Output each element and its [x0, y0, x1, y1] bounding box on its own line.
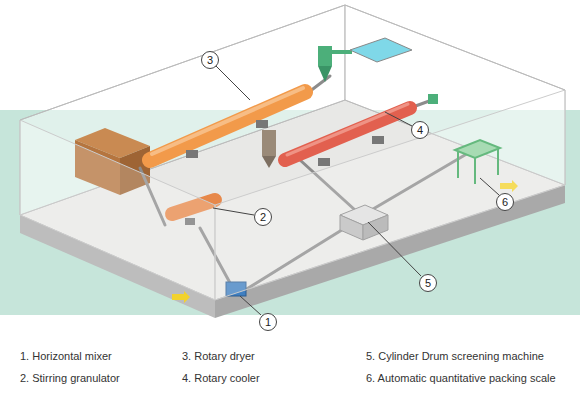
- water-tank: [350, 38, 412, 62]
- legend-text: 3. Rotary dryer: [182, 349, 255, 363]
- glass-wall: [20, 120, 215, 300]
- callout-circle: 2: [254, 208, 272, 226]
- flow-arrow: [172, 291, 190, 303]
- callout-number: 2: [260, 212, 266, 223]
- legend-text: 6. Automatic quantitative packing scale: [366, 371, 556, 385]
- duct: [332, 50, 352, 54]
- support: [318, 158, 330, 166]
- callout-circle: 1: [259, 313, 277, 331]
- blower: [428, 94, 438, 104]
- callout-circle: 6: [496, 193, 514, 211]
- callout-circle: 5: [419, 274, 437, 292]
- support: [372, 136, 384, 144]
- callout-number: 5: [425, 278, 431, 289]
- legend-text: 1. Horizontal mixer: [20, 349, 112, 363]
- roof-edge: [20, 5, 565, 120]
- callout-circle: 3: [201, 51, 219, 69]
- callout-number: 4: [417, 125, 423, 136]
- callout-circle: 4: [411, 121, 429, 139]
- legend-text: 2. Stirring granulator: [20, 371, 120, 385]
- glass-wall: [215, 90, 565, 300]
- callout-number: 1: [265, 317, 271, 328]
- rotary-dryer: [152, 88, 303, 154]
- tank: [262, 156, 276, 168]
- rotary-dryer: [150, 92, 305, 160]
- callout-number: 6: [502, 197, 508, 208]
- cyclone: [318, 46, 332, 66]
- support: [256, 120, 268, 128]
- legend-text: 4. Rotary cooler: [182, 371, 260, 385]
- tank: [262, 130, 276, 156]
- cyclone: [318, 66, 332, 82]
- support: [186, 150, 198, 158]
- legend-text: 5. Cylinder Drum screening machine: [366, 349, 544, 363]
- leader-lines: [213, 66, 499, 315]
- callout-number: 3: [207, 55, 213, 66]
